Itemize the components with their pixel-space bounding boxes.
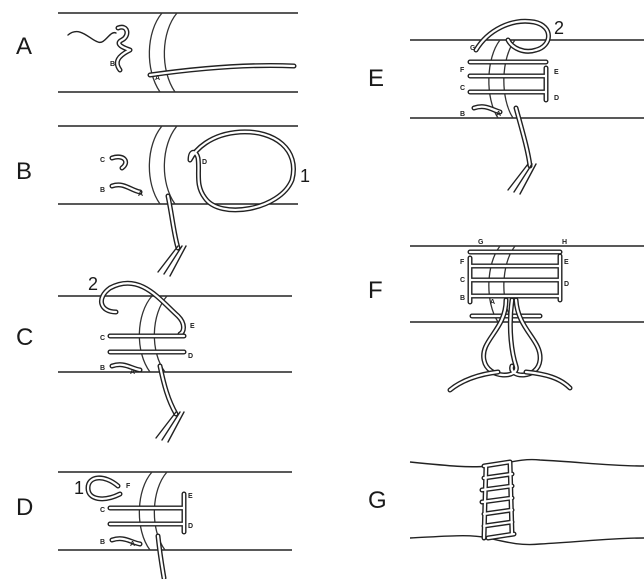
panel-a-cut-right xyxy=(164,13,177,92)
panel-e-point-a: A xyxy=(496,111,501,118)
panel-e-suture-crossings xyxy=(470,62,546,112)
panel-f-cut-left xyxy=(489,246,500,322)
panel-b-point-d: D xyxy=(202,159,207,166)
panel-e-point-d: D xyxy=(554,95,559,102)
panel-f-point-e: E xyxy=(564,259,569,266)
panel-c-point-d: D xyxy=(188,353,193,360)
panel-e-label: E xyxy=(368,65,384,92)
panel-f-point-g: G xyxy=(478,239,484,246)
panel-e: E 2 G F C B A E D xyxy=(368,18,644,194)
panel-c-point-b: B xyxy=(100,365,105,372)
panel-d-point-f: F xyxy=(126,483,131,490)
panel-f-point-d: D xyxy=(564,281,569,288)
panel-f-point-b: B xyxy=(460,295,465,302)
panel-e-point-c: C xyxy=(460,85,465,92)
panel-d-label: D xyxy=(16,494,33,521)
panel-c-needle-holder xyxy=(156,412,184,442)
panel-b-cut-right xyxy=(164,126,177,204)
panel-b-point-c: C xyxy=(100,157,105,164)
panel-d-suture-crossings xyxy=(110,494,184,544)
panel-f-point-a: A xyxy=(490,299,495,306)
panel-d-point-e: E xyxy=(188,493,193,500)
panel-c-point-c: C xyxy=(100,335,105,342)
panel-b-loop-number: 1 xyxy=(300,166,310,186)
panel-b-point-b: B xyxy=(100,187,105,194)
panel-c-point-a: A xyxy=(130,369,135,376)
panel-d: D 1 C B A D E F xyxy=(16,472,292,578)
panel-e-cut-right xyxy=(504,40,515,118)
panel-e-loop-number: 2 xyxy=(554,18,564,38)
panel-c: C 2 C B A D E xyxy=(16,274,292,442)
panel-c-loop-number: 2 xyxy=(88,274,98,294)
panel-c-point-e: E xyxy=(190,323,195,330)
panel-b-point-a: A xyxy=(138,191,143,198)
panel-g-top-edge xyxy=(410,460,644,467)
panel-a-free-end xyxy=(68,32,116,43)
panel-c-label: C xyxy=(16,324,33,351)
panel-d-point-d: D xyxy=(188,523,193,530)
panel-d-cut-left xyxy=(139,472,152,550)
panel-e-point-e: E xyxy=(554,69,559,76)
panel-e-point-f: F xyxy=(460,67,465,74)
panel-b: B 1 C B A D xyxy=(16,126,310,276)
panel-f-point-f: F xyxy=(460,259,465,266)
panel-a-point-a: A xyxy=(155,75,160,82)
panel-f-point-c: C xyxy=(460,277,465,284)
panel-d-point-a: A xyxy=(130,541,135,548)
panel-a-label: A xyxy=(16,33,32,60)
panel-b-label: B xyxy=(16,158,32,185)
panel-g-label: G xyxy=(368,487,387,514)
panel-f: F G H F E C D B A xyxy=(368,239,644,390)
panel-d-loop-number: 1 xyxy=(74,478,84,498)
panel-d-point-c: C xyxy=(100,507,105,514)
panel-b-needle-holder xyxy=(158,246,186,276)
panel-e-point-g: G xyxy=(470,45,476,52)
panel-a-point-b: B xyxy=(110,61,115,68)
panel-a: A B A xyxy=(16,13,298,92)
panel-e-point-b: B xyxy=(460,111,465,118)
panel-f-point-h: H xyxy=(562,239,567,246)
panel-b-cut-left xyxy=(149,126,162,204)
panel-e-needle-holder xyxy=(508,164,536,194)
panel-g: G xyxy=(368,460,644,545)
panel-f-label: F xyxy=(368,277,383,304)
panel-g-bottom-edge xyxy=(410,536,644,545)
panel-d-point-b: B xyxy=(100,539,105,546)
